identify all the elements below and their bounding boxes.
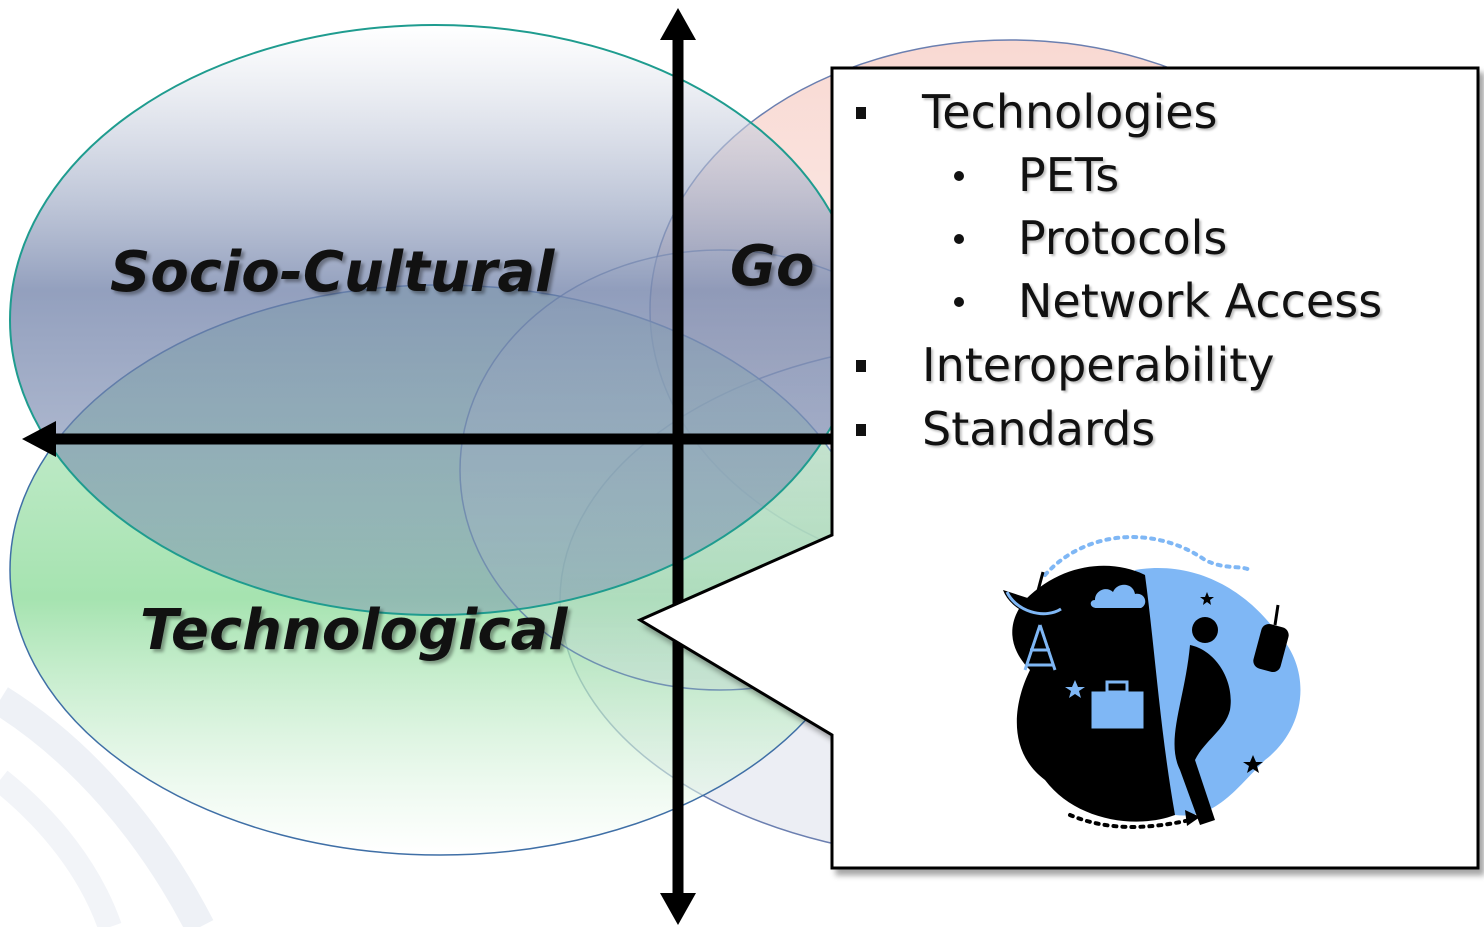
- bullet-item: Interoperability: [848, 333, 1458, 397]
- axes: [22, 8, 860, 925]
- person-figure-icon: [1174, 617, 1231, 825]
- star-icon: [1200, 592, 1214, 605]
- cloud-icon: [1090, 584, 1146, 608]
- technological-label: Technological: [140, 598, 568, 663]
- square-bullet-icon: [856, 360, 866, 372]
- sub-bullet-item: Protocols: [848, 207, 1458, 270]
- briefcase-icon: [1088, 680, 1147, 732]
- technology-clipart-icon: [1003, 535, 1301, 829]
- round-bullet-icon: [954, 171, 964, 181]
- bullet-text: Standards: [922, 402, 1156, 456]
- bullet-item: Technologies: [848, 80, 1458, 144]
- axis-arrow-up-icon: [660, 8, 696, 40]
- square-bullet-icon: [856, 424, 866, 436]
- background-arc: [0, 770, 122, 927]
- mobile-phone-icon: [1253, 604, 1289, 673]
- arrow-head-icon: [1185, 810, 1200, 826]
- bullet-text: Technologies: [922, 85, 1218, 139]
- sub-bullet-text: PETs: [1018, 148, 1120, 202]
- clipart-dotted-arrow: [1068, 813, 1192, 829]
- axis-arrow-left-icon: [22, 421, 56, 457]
- background-arc: [0, 687, 214, 927]
- sub-bullet-text: Protocols: [1018, 211, 1228, 265]
- sub-bullet-text: Network Access: [1018, 274, 1383, 328]
- star-icon: [1065, 680, 1085, 698]
- radio-tower-icon: [1023, 624, 1057, 671]
- axis-arrow-down-icon: [660, 893, 696, 925]
- callout-bullet-list: Technologies PETs Protocols Network Acce…: [848, 80, 1458, 461]
- satellite-dish-icon: [1003, 571, 1065, 617]
- sub-bullet-item: Network Access: [848, 270, 1458, 333]
- socio-cultural-ellipse: [9, 24, 861, 616]
- star-icon: [1243, 755, 1263, 773]
- round-bullet-icon: [954, 234, 964, 244]
- square-bullet-icon: [856, 107, 866, 119]
- clipart-dotted-arc: [1043, 535, 1252, 577]
- governance-label: Go: [730, 234, 815, 299]
- socio-cultural-label: Socio-Cultural: [110, 240, 555, 305]
- bullet-text: Interoperability: [922, 338, 1275, 392]
- round-bullet-icon: [954, 297, 964, 307]
- bullet-item: Standards: [848, 397, 1458, 461]
- sub-bullet-item: PETs: [848, 144, 1458, 207]
